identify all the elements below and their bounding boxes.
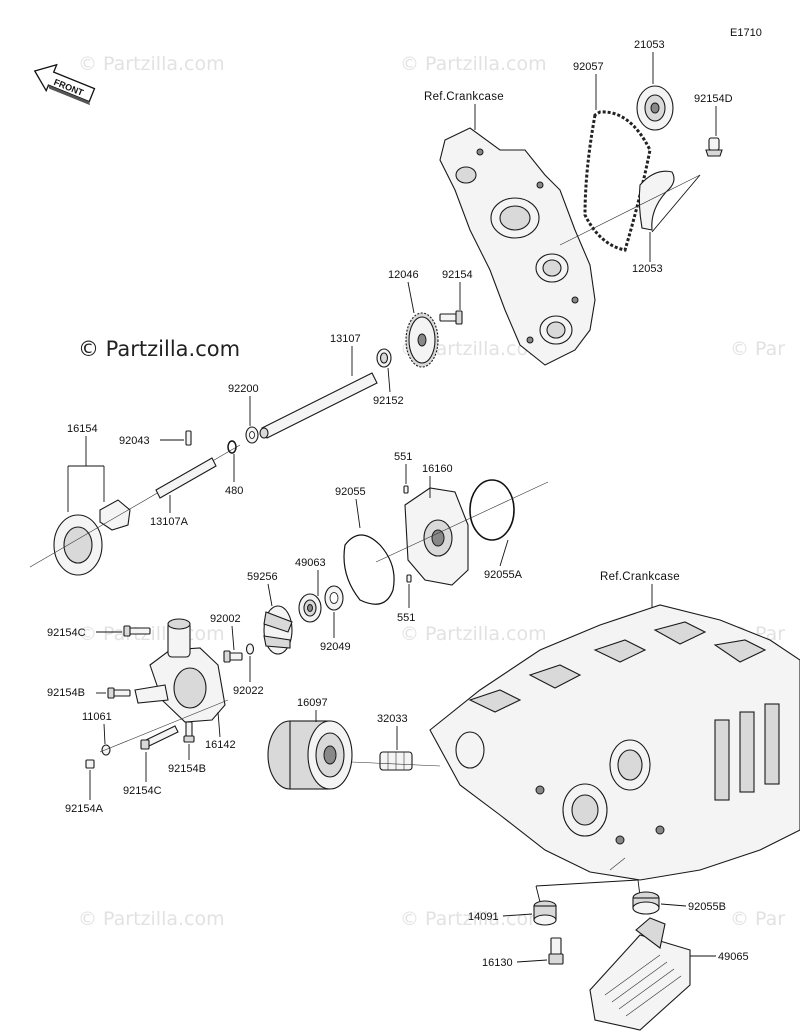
- part-label-92154B-left: 92154B: [47, 687, 85, 699]
- bolt-92154B-bottom: [183, 721, 195, 743]
- fitting-16130: [548, 937, 564, 965]
- pin-92043: [185, 430, 192, 446]
- bolt-92154C-top: [123, 625, 151, 637]
- ref-crankcase-bottom-label: Ref.Crankcase: [600, 571, 680, 583]
- pump-rotor-16154: [53, 499, 131, 576]
- pipe-32033: [379, 751, 413, 771]
- part-label-59256: 59256: [247, 571, 278, 583]
- part-label-12046: 12046: [388, 269, 419, 281]
- strainer-49065: [589, 917, 691, 1031]
- part-label-551-bottom: 551: [397, 612, 415, 624]
- part-label-13107: 13107: [330, 333, 361, 345]
- part-label-92154A: 92154A: [65, 803, 104, 815]
- part-label-92002: 92002: [210, 613, 241, 625]
- part-label-21053: 21053: [634, 39, 665, 51]
- part-label-92022: 92022: [233, 685, 264, 697]
- part-label-551-top: 551: [394, 451, 412, 463]
- oring-92055: [343, 534, 395, 605]
- part-label-11061: 11061: [82, 711, 112, 723]
- washer-92022: [245, 643, 255, 655]
- water-pump-body-16142: [134, 618, 226, 723]
- part-label-92154C-top: 92154C: [47, 627, 86, 639]
- diagram-code: E1710: [730, 27, 762, 39]
- part-label-49063: 49063: [295, 557, 326, 569]
- crankcase-cover-plate: [439, 127, 596, 366]
- watermark-text: © Par: [730, 908, 785, 930]
- mechanical-seal-49063: [298, 593, 322, 623]
- chain-guide-12053: [638, 170, 675, 231]
- part-label-92043: 92043: [119, 435, 150, 447]
- part-label-16130: 16130: [482, 957, 513, 969]
- gear-12046: [405, 312, 439, 368]
- part-label-92154B-bottom: 92154B: [168, 763, 206, 775]
- oring-92055A: [469, 479, 515, 541]
- bolt-92154B-left: [107, 687, 131, 699]
- part-label-92152: 92152: [373, 395, 404, 407]
- part-label-16142: 16142: [205, 739, 236, 751]
- oil-filter-16097: [267, 720, 353, 790]
- part-label-92154: 92154: [442, 269, 473, 281]
- bolt-92154: [439, 310, 463, 325]
- bolt-92154C-bottom: [140, 725, 179, 750]
- pump-cover-16160: [404, 487, 469, 586]
- crankcase-block: [429, 604, 800, 881]
- part-label-32033: 32033: [377, 713, 408, 725]
- part-label-92055: 92055: [335, 486, 366, 498]
- circlip-480: [227, 440, 237, 454]
- watermark-text: © Partzilla.com: [78, 908, 225, 930]
- dowel-551-bottom: [406, 574, 412, 583]
- cap-14091: [533, 900, 557, 926]
- watermark-text: © Par: [730, 338, 785, 360]
- part-label-49065: 49065: [718, 951, 749, 963]
- ref-crankcase-top-label: Ref.Crankcase: [424, 91, 504, 103]
- part-label-92154D: 92154D: [694, 93, 733, 105]
- washer-92200: [245, 426, 259, 444]
- part-label-16154: 16154: [67, 423, 98, 435]
- part-label-13107A: 13107A: [150, 516, 189, 528]
- watermark-text: © Partzilla.com: [78, 53, 225, 75]
- part-label-12053: 12053: [632, 263, 663, 275]
- part-label-92057: 92057: [573, 61, 604, 73]
- front-arrow-icon: FRONT: [33, 63, 96, 106]
- part-label-16160: 16160: [422, 463, 453, 475]
- watermark-main: © Partzilla.com: [78, 337, 240, 361]
- oring-11061: [101, 744, 111, 756]
- part-label-92049: 92049: [320, 641, 351, 653]
- oring-92055B: [632, 891, 660, 915]
- collar-92152: [376, 348, 392, 368]
- bolt-92154D: [705, 137, 723, 157]
- part-label-92055B: 92055B: [688, 901, 726, 913]
- part-label-480: 480: [225, 485, 243, 497]
- watermark-text: © Partzilla.com: [400, 623, 547, 645]
- part-label-14091: 14091: [468, 911, 499, 923]
- part-label-92055A: 92055A: [484, 569, 523, 581]
- bolt-92154A: [85, 759, 95, 769]
- bolt-92002: [223, 650, 243, 663]
- part-label-92154C-bottom: 92154C: [123, 785, 162, 797]
- drive-chain: [583, 110, 652, 252]
- watermark-text: © Partzilla.com: [400, 53, 547, 75]
- watermark-text: © Partzilla.com: [400, 908, 547, 930]
- impeller-59256: [263, 605, 293, 655]
- watermark-text: © Partzilla.com: [78, 623, 225, 645]
- oil-seal-92049: [324, 585, 344, 611]
- part-label-16097: 16097: [297, 697, 328, 709]
- part-label-92200: 92200: [228, 383, 259, 395]
- shaft-13107A: [155, 457, 217, 499]
- cam-sprocket: [636, 85, 674, 131]
- shaft-13107: [259, 372, 378, 439]
- dowel-551-top: [403, 485, 409, 494]
